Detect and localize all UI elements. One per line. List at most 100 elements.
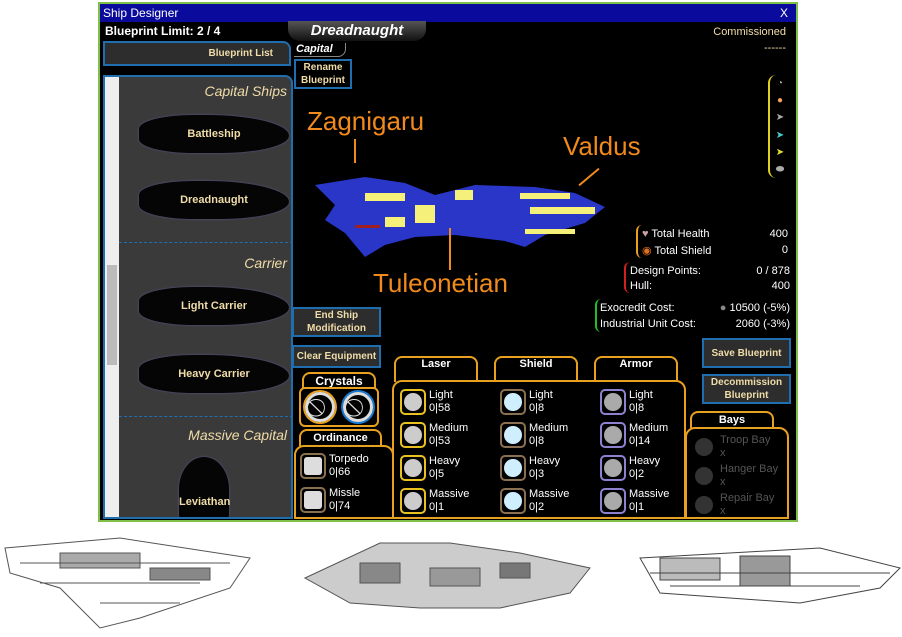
ship-battleship[interactable]: Battleship: [139, 115, 289, 153]
blueprint-limit: Blueprint Limit: 2 / 4: [105, 24, 221, 38]
stat-bracket: [595, 299, 603, 332]
ship-sketch-valdus: [639, 547, 901, 604]
scrollbar-thumb[interactable]: [107, 265, 117, 365]
ordinance-icon[interactable]: ➤: [775, 146, 785, 158]
item-count: 0|8: [529, 435, 545, 447]
item-name: Heavy: [529, 455, 561, 467]
scrollbar[interactable]: [105, 77, 119, 517]
crystals-tab: Crystals: [302, 372, 376, 388]
crystals-panel: ⃠ ⃠: [299, 387, 379, 427]
tab-shield[interactable]: Shield: [494, 356, 578, 382]
item-count: 0|74: [329, 500, 351, 512]
tab-laser[interactable]: Laser: [394, 356, 478, 382]
save-blueprint-button[interactable]: Save Blueprint: [702, 338, 791, 368]
ship-light-carrier[interactable]: Light Carrier: [139, 287, 289, 325]
shield-light-icon: [500, 389, 526, 415]
shield-medium-icon: [500, 422, 526, 448]
end-ship-modification-button[interactable]: End Ship Modification: [292, 307, 381, 337]
hanger-bay-icon: [691, 463, 717, 489]
item-name: Heavy: [629, 455, 661, 467]
rename-blueprint-button[interactable]: Rename Blueprint: [294, 59, 352, 89]
coin-icon: ●: [719, 302, 727, 314]
label: Total Health: [651, 228, 710, 240]
item-count: 0|14: [629, 435, 651, 447]
decommission-blueprint-button[interactable]: Decommission Blueprint: [702, 374, 791, 404]
item-count: 0|2: [629, 468, 645, 480]
clear-equipment-button[interactable]: Clear Equipment: [292, 345, 381, 368]
item-count: 0|8: [629, 402, 645, 414]
shield-icon[interactable]: ●: [776, 95, 784, 107]
item-name: Hanger Bay: [720, 463, 779, 475]
value: 2060 (-3%): [735, 318, 790, 330]
item-name: Light: [529, 389, 553, 401]
category-capital-ships: Capital Ships: [204, 83, 288, 99]
empty-crystal-slot-icon[interactable]: ⃠: [305, 392, 335, 422]
view-filter-strip: ◔ ● ➤ ➤ ➤ ⬬: [768, 75, 790, 178]
item-count: 0|2: [529, 501, 545, 513]
item-count: x: [720, 447, 726, 459]
item-name: Medium: [629, 422, 669, 434]
tab-armor[interactable]: Armor: [594, 356, 678, 382]
annotation-tuleonetian: Tuleonetian: [373, 268, 508, 298]
gauge-icon[interactable]: ◔: [776, 78, 784, 90]
industrial-unit-row: Industrial Unit Cost: 2060 (-3%): [600, 318, 790, 330]
ordinance-tab[interactable]: Ordinance: [299, 429, 382, 446]
empty-crystal-slot-icon[interactable]: ⃠: [343, 392, 373, 422]
item-name: Light: [629, 389, 653, 401]
annotation-valdus: Valdus: [563, 131, 641, 161]
weapon-icon[interactable]: ➤: [775, 129, 785, 141]
label: Total Shield: [654, 245, 712, 257]
laser-icon[interactable]: ➤: [775, 112, 785, 124]
item-name: Medium: [429, 422, 469, 434]
item-count: 0|1: [629, 501, 645, 513]
item-name: Massive: [529, 488, 570, 500]
ship-leviathan[interactable]: Leviathan: [179, 457, 230, 517]
hull-row: Hull:400: [630, 280, 790, 292]
armor-heavy-icon: [600, 455, 626, 481]
bays-tab[interactable]: Bays: [690, 411, 774, 428]
close-button[interactable]: X: [779, 6, 788, 20]
ship-sketch-zagnigaru: [4, 537, 251, 629]
item-name: Torpedo: [329, 453, 369, 465]
item-count: 0|1: [429, 501, 445, 513]
ship-heavy-carrier[interactable]: Heavy Carrier: [139, 355, 289, 393]
blueprint-list-button[interactable]: Blueprint List: [103, 41, 291, 66]
armor-icon[interactable]: ⬬: [775, 163, 785, 175]
label: Exocredit Cost:: [600, 302, 675, 314]
ship-name-title: Dreadnaught: [288, 21, 426, 41]
troop-bay-icon: [691, 434, 717, 460]
label: Industrial Unit Cost:: [600, 318, 696, 330]
item-count: 0|3: [529, 468, 545, 480]
ship-preview: [315, 177, 605, 257]
ship-sketches: [4, 537, 901, 629]
stat-bracket: [624, 262, 632, 293]
status-label: Commissioned: [713, 26, 786, 38]
annotation-zagnigaru: Zagnigaru: [307, 106, 425, 136]
value: 0: [781, 244, 788, 256]
ship-class: Capital: [294, 43, 346, 57]
item-count: x: [720, 505, 726, 517]
item-count: 0|53: [429, 435, 451, 447]
ship-dreadnaught[interactable]: Dreadnaught: [139, 181, 289, 219]
